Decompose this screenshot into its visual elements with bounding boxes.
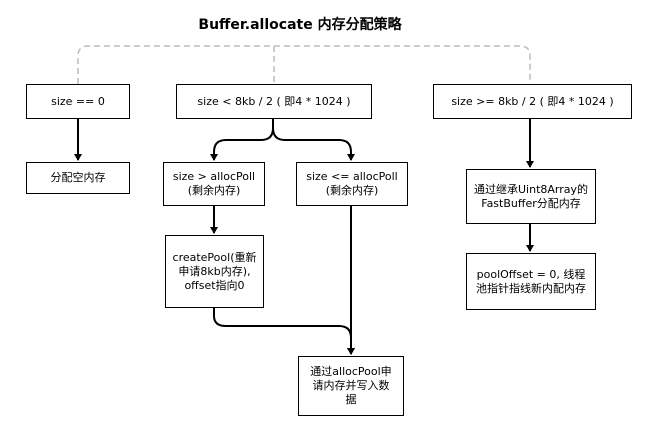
arrow-create-to-write [213,308,355,355]
node-size-small: size < 8kb / 2 ( 即4 * 1024 ) [176,84,372,119]
node-create-pool: createPool(重新 申请8kb内存), offset指向0 [165,235,264,308]
node-pool-offset: poolOffset = 0, 线程 池指针指线新内配内存 [466,253,596,310]
dashed-bracket [77,45,531,84]
node-write-data: 通过allocPool申 请内存并写入数 据 [298,356,404,416]
node-size-zero: size == 0 [26,84,130,119]
node-le-pool: size <= allocPoll (剩余内存) [296,162,408,206]
node-fast-buffer: 通过继承Uint8Array的 FastBuffer分配内存 [466,169,596,224]
arrow-small-to-gt-pool [210,119,274,161]
arrow-small-to-le-pool [272,127,355,161]
node-gt-pool: size > allocPoll (剩余内存) [163,162,265,206]
diagram-title: Buffer.allocate 内存分配策略 [198,17,402,33]
node-size-large: size >= 8kb / 2 ( 即4 * 1024 ) [433,84,632,119]
node-alloc-empty: 分配空内存 [26,162,130,194]
